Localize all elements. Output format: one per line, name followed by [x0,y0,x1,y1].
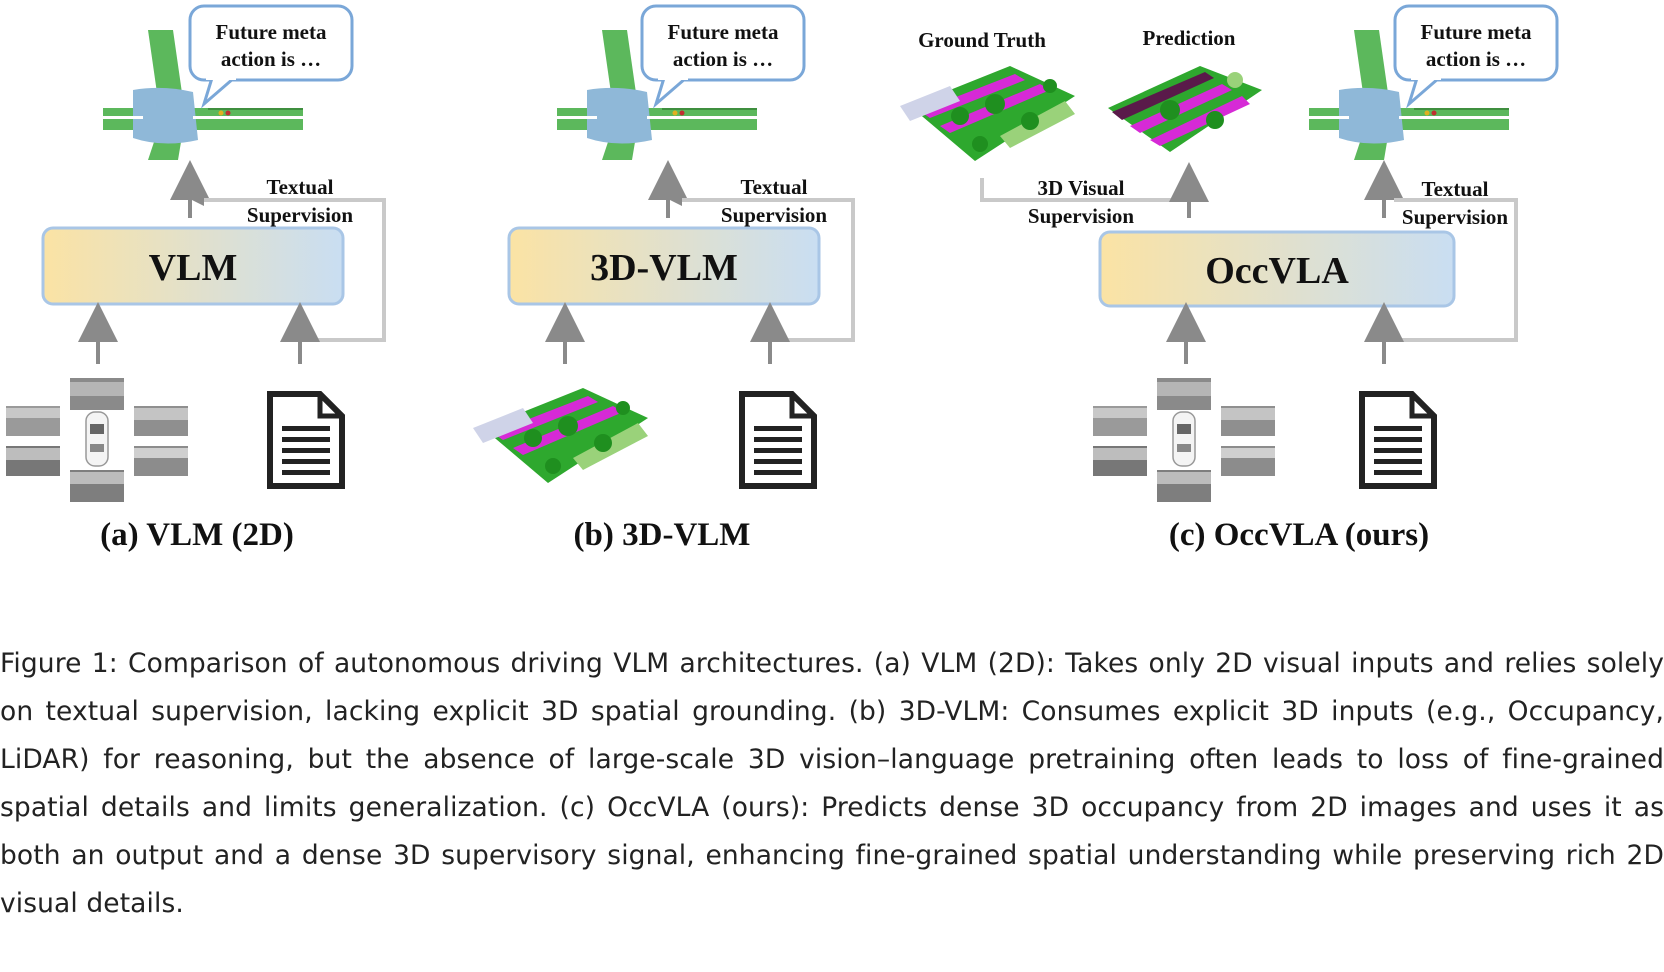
architecture-figure: Future meta action is … VLM Textual Supe… [5,4,1559,553]
supervision-line-b [678,198,855,342]
supervision-arrowhead-b [670,194,682,206]
speech-line1-b: Future meta [668,20,779,44]
supervision-line2-b: Supervision [721,203,828,227]
model-box-b [507,226,821,306]
speech-line2-a: action is … [221,47,321,71]
supervision-line-a [200,198,386,342]
supervision-line1-b: Textual [741,175,808,199]
panel-caption-a: (a) VLM (2D) [100,517,294,553]
camera-images-c [1092,377,1276,503]
model-label-c: OccVLA [1205,250,1349,292]
figure-caption-text: Figure 1: Comparison of autonomous drivi… [0,648,1664,919]
prediction-label: Prediction [1143,26,1236,50]
panel-b: Future meta action is … 3D-VLM Textual S… [473,4,855,553]
visual-supervision-line [980,178,1180,202]
panel-caption-b: (b) 3D-VLM [574,517,751,553]
speech-line1-c: Future meta [1421,20,1532,44]
occupancy-input-b [473,388,648,483]
text-document-icon-b [742,394,814,486]
model-label-b: 3D-VLM [590,247,738,289]
occupancy-ground-truth [900,66,1075,161]
text-document-icon-c [1362,394,1434,486]
supervision-line-c [1384,198,1518,342]
speech-line2-b: action is … [673,47,773,71]
model-label-a: VLM [149,247,238,289]
panel-a: Future meta action is … VLM Textual Supe… [5,4,386,553]
occupancy-prediction [1108,66,1262,152]
ground-truth-label: Ground Truth [918,28,1046,52]
supervision-line1-a: Textual [267,175,334,199]
figure-caption: Figure 1: Comparison of autonomous drivi… [0,640,1664,928]
speech-line1-a: Future meta [216,20,327,44]
model-box-c [1098,230,1456,308]
supervision-line2-c: Supervision [1402,205,1509,229]
visual-sup-line2: Supervision [1028,204,1135,228]
text-document-icon-a [270,394,342,486]
model-box-a [41,226,345,306]
panel-caption-c: (c) OccVLA (ours) [1169,517,1429,553]
supervision-arrowhead-a [192,194,204,206]
visual-sup-line1: 3D Visual [1038,176,1125,200]
speech-line2-c: action is … [1426,47,1526,71]
camera-images-a [5,377,189,503]
supervision-line1-c: Textual [1422,177,1489,201]
supervision-line2-a: Supervision [247,203,354,227]
panel-c: Ground Truth Prediction 3D Visual Superv… [900,4,1559,553]
